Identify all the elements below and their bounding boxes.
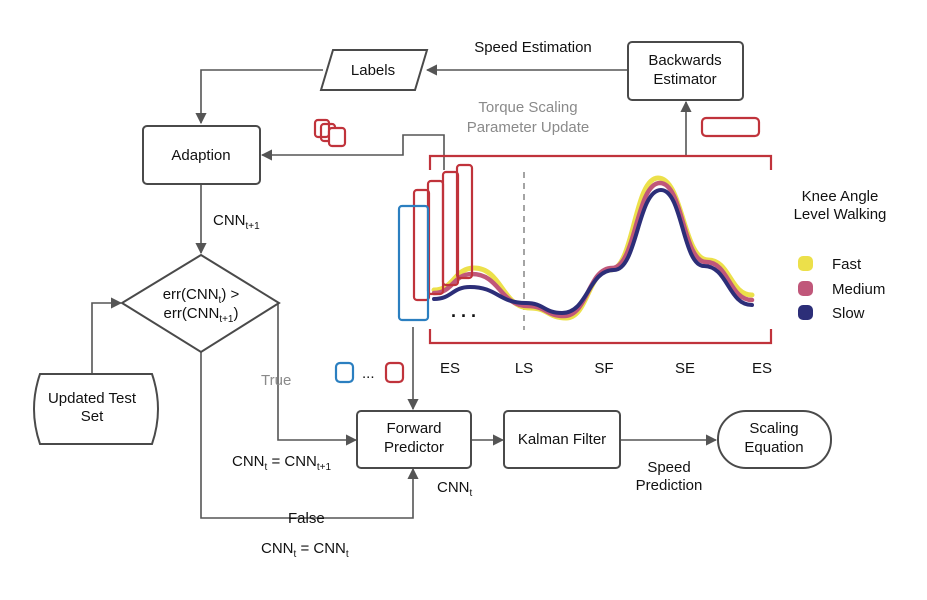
- phase-label-es-start: ES: [440, 360, 460, 377]
- plot-ellipsis: . . .: [451, 301, 476, 321]
- decision-node: err(CNNt) > err(CNNt+1): [120, 253, 281, 354]
- window-icons-ellipsis: ...: [362, 365, 375, 382]
- phase-label-se: SE: [675, 360, 695, 377]
- true-label: True: [261, 372, 291, 389]
- kalman-filter-node: Kalman Filter: [503, 410, 621, 469]
- speed-prediction-line1: Speed: [647, 459, 690, 476]
- sliding-window-blue: [397, 204, 430, 322]
- torque-scaling-line2: Parameter Update: [467, 119, 590, 136]
- edge-true-branch: [277, 304, 358, 446]
- labels-node-text: Labels: [351, 62, 395, 79]
- edge-update-to-adaption: [260, 134, 445, 170]
- plot-bracket-bottom: [428, 329, 773, 345]
- window-icon-red-small: [384, 361, 405, 384]
- torque-scaling-line1: Torque Scaling: [478, 99, 577, 116]
- chart-title-line2: Level Walking: [794, 206, 887, 223]
- labels-node: Labels: [319, 49, 429, 91]
- chart-title-line1: Knee Angle: [802, 188, 879, 205]
- decision-line1: err(CNNt) >: [163, 286, 240, 306]
- decision-line2: err(CNNt+1): [163, 305, 238, 325]
- edge-testset-to-decision: [91, 297, 123, 373]
- sliding-window-4: [455, 163, 474, 280]
- scaling-equation-line2: Equation: [744, 439, 803, 456]
- legend: Fast Medium Slow: [798, 256, 885, 322]
- curve-medium: [431, 180, 755, 319]
- sliding-window-2: [426, 179, 445, 296]
- scaling-equation-line1: Scaling: [749, 420, 798, 437]
- adaption-node-text: Adaption: [171, 147, 230, 164]
- forward-predictor-line1: Forward: [386, 420, 441, 437]
- scaling-equation-node: Scaling Equation: [717, 410, 832, 469]
- backwards-estimator-line2: Estimator: [653, 71, 716, 88]
- cnn-t1-label: CNNt+1: [213, 212, 260, 232]
- legend-label-medium: Medium: [832, 281, 885, 298]
- phase-label-sf: SF: [594, 360, 613, 377]
- kalman-filter-text: Kalman Filter: [518, 431, 606, 448]
- sliding-window-3: [441, 170, 460, 287]
- gait-plot: . . . ES LS SF SE ES: [397, 154, 773, 377]
- window-icon-red-wide: [700, 116, 761, 138]
- legend-swatch-fast: [798, 256, 813, 271]
- curve-slow: [432, 187, 754, 316]
- forward-predictor-node: Forward Predictor: [356, 410, 472, 469]
- curve-fast: [431, 175, 755, 321]
- speed-prediction-line2: Prediction: [636, 477, 703, 494]
- cnn-assign-true: CNNt = CNNt+1: [232, 453, 331, 473]
- edges: [91, 64, 718, 519]
- false-label: False: [288, 510, 325, 527]
- plot-bracket-top: [428, 154, 773, 170]
- backwards-estimator-node: Backwards Estimator: [627, 41, 744, 101]
- forward-predictor-line2: Predictor: [384, 439, 444, 456]
- backwards-estimator-line1: Backwards: [648, 52, 721, 69]
- phase-label-es-end: ES: [752, 360, 772, 377]
- stacked-windows-icon: [313, 118, 347, 148]
- legend-label-slow: Slow: [832, 305, 865, 322]
- window-icon-blue-small: [334, 361, 355, 384]
- cnn-assign-false: CNNt = CNNt: [261, 540, 349, 560]
- edge-false-branch: [200, 352, 419, 519]
- legend-swatch-medium: [798, 281, 813, 296]
- adaption-node: Adaption: [142, 125, 261, 185]
- legend-swatch-slow: [798, 305, 813, 320]
- test-set-line1: Updated Test: [48, 390, 137, 407]
- speed-estimation-label: Speed Estimation: [474, 39, 592, 56]
- edge-labels-to-adaption: [195, 69, 323, 125]
- test-set-line2: Set: [81, 408, 104, 425]
- legend-label-fast: Fast: [832, 256, 862, 273]
- phase-label-ls: LS: [515, 360, 533, 377]
- updated-test-set-node: Updated Test Set: [33, 373, 159, 445]
- cnn-t-label: CNNt: [437, 479, 473, 499]
